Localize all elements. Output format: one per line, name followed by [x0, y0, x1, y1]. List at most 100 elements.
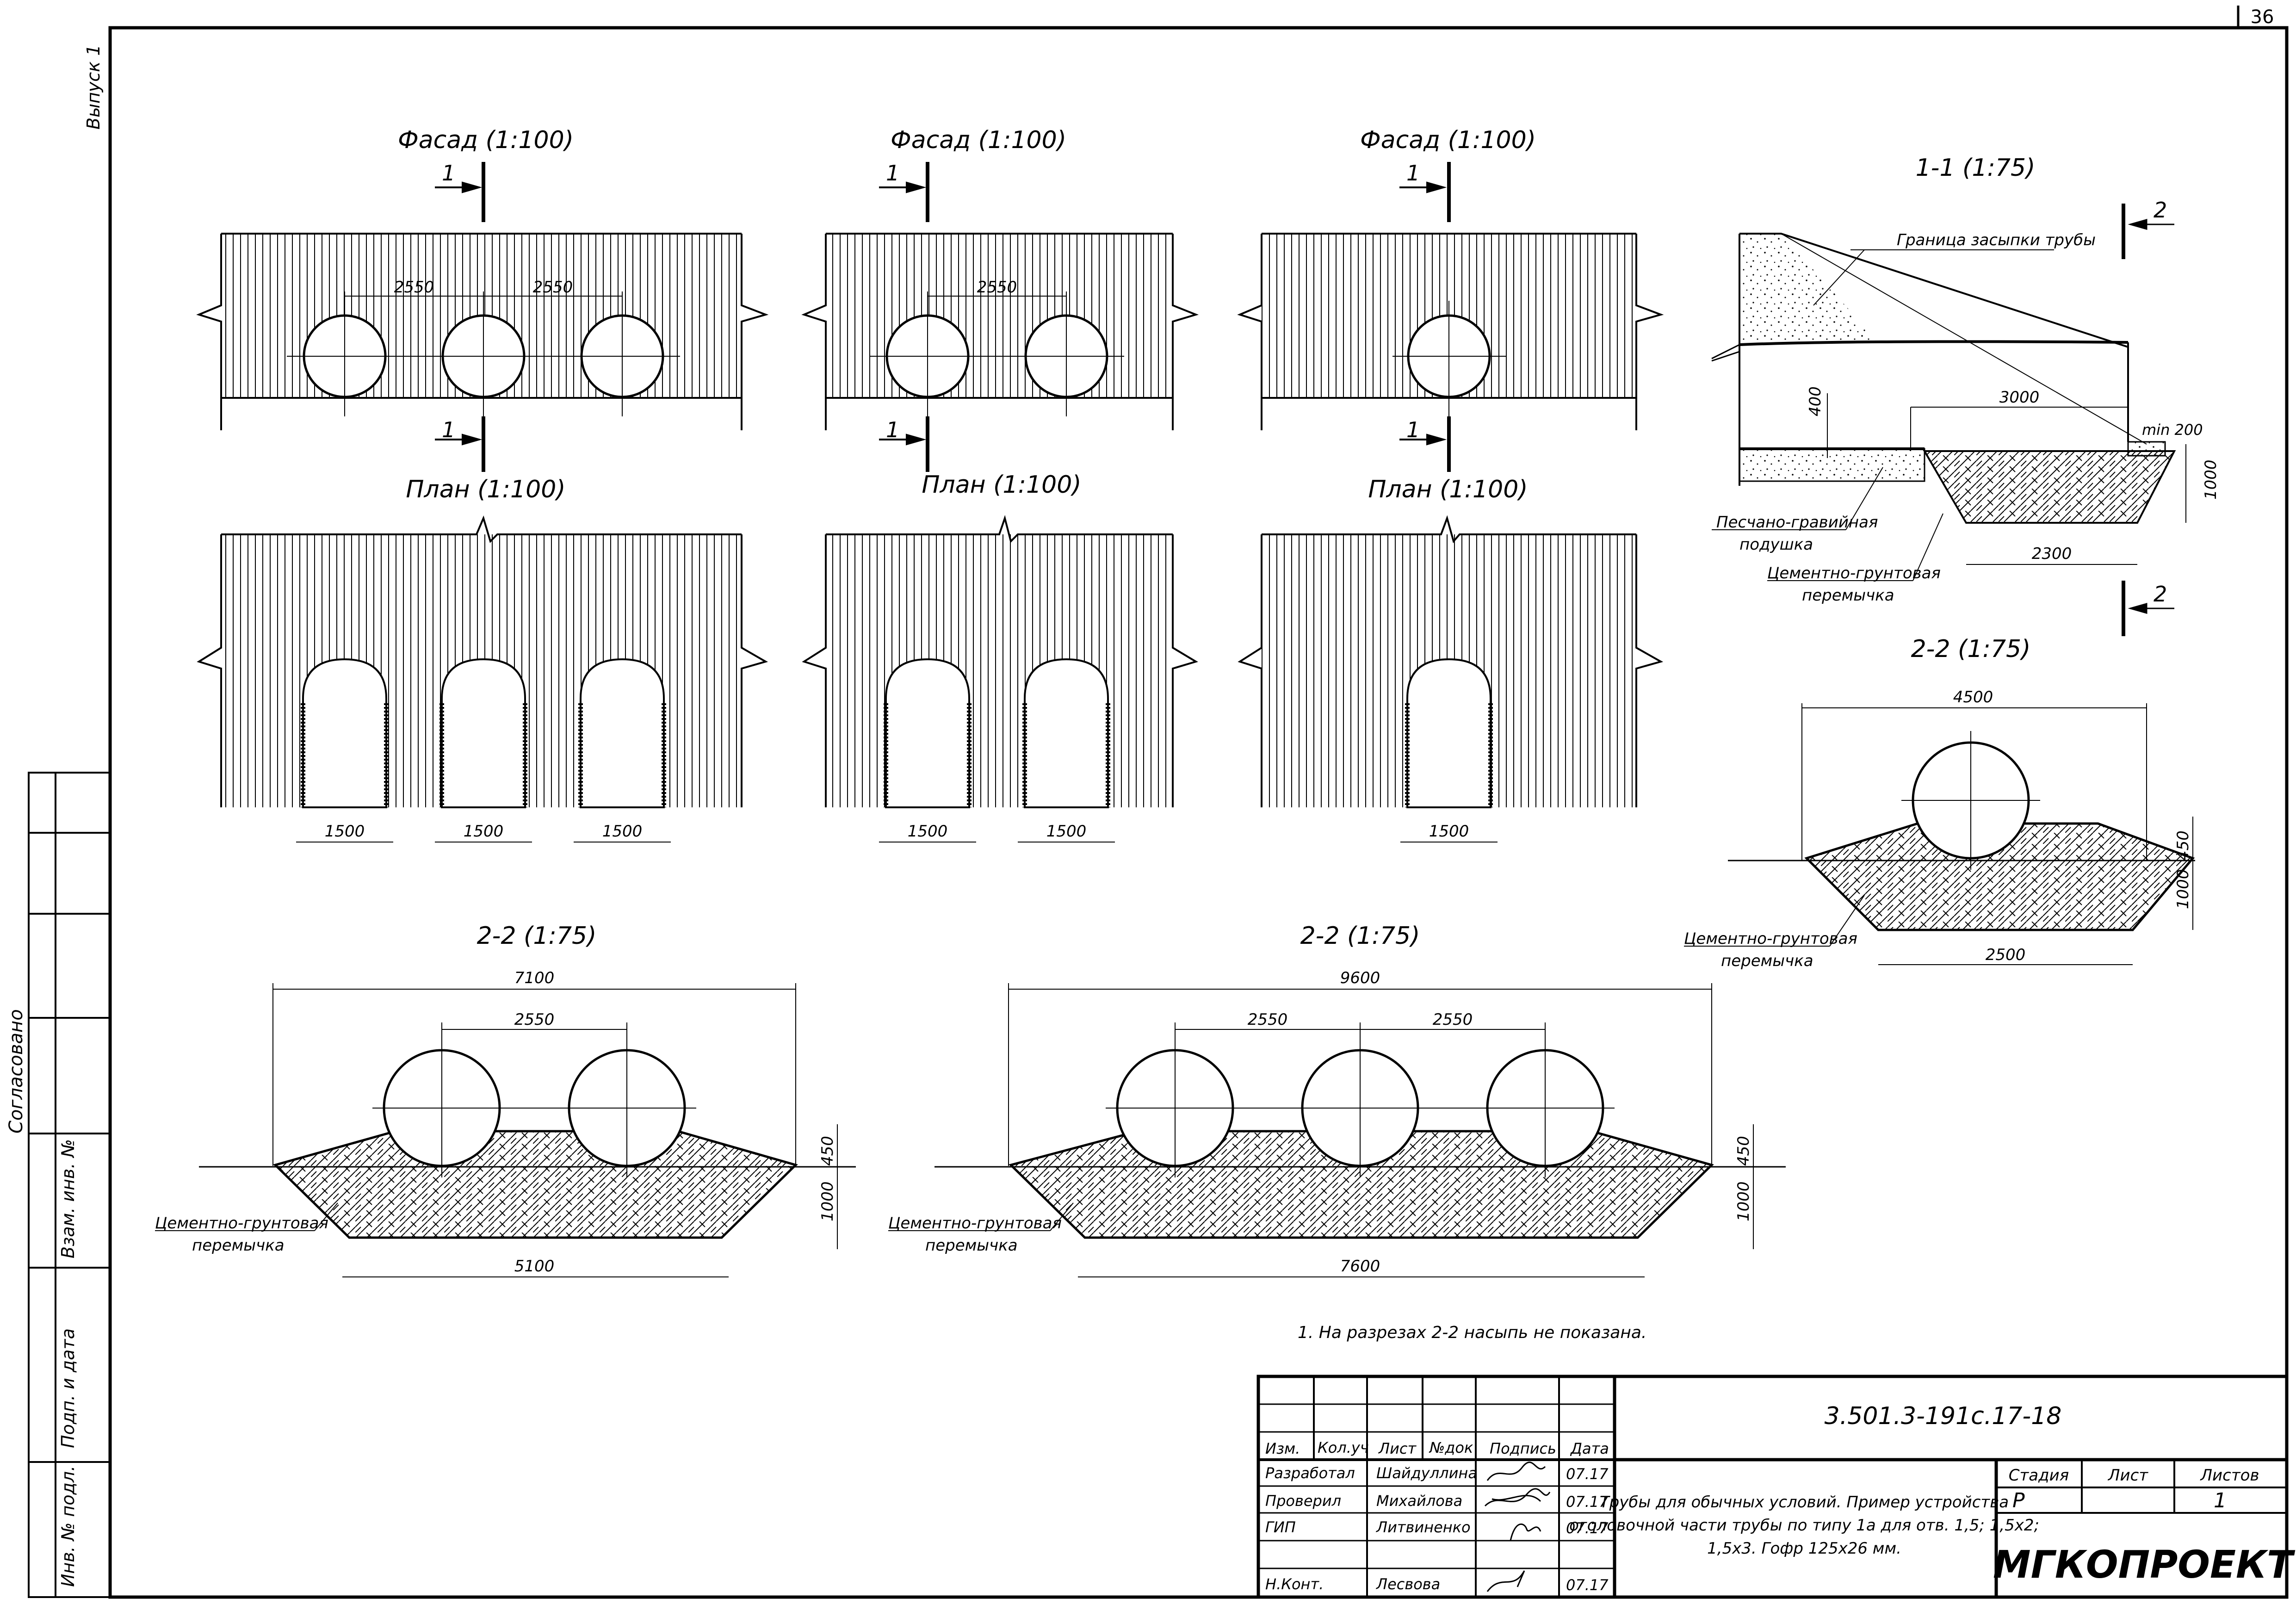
section-mark-2-top: 2: [2154, 198, 2167, 223]
facade-title-2: Фасад (1:100): [891, 126, 1066, 154]
single-dim-bottom: 2500: [1986, 946, 2026, 964]
hdr-ndok: №док: [1429, 1439, 1473, 1456]
plan-view-1: План (1:100) 1500 1500 1500: [197, 476, 768, 842]
section-1-1-title: 1-1 (1:75): [1916, 154, 2036, 182]
section-2-2-double: 2-2 (1:75) 2550 7100 450 1000 5100 Цемен…: [155, 922, 856, 1277]
date-gip: 07.17: [1566, 1519, 1609, 1537]
facade-dim-1a: 2550: [394, 278, 434, 297]
section-2-2-single-title: 2-2 (1:75): [1911, 635, 2031, 663]
plan-view-3: План (1:100) 1500: [1238, 476, 1664, 842]
section-mark-2b: 1: [886, 417, 899, 442]
description-line-2: оголовочной части трубы по типу 1а для о…: [1569, 1516, 2039, 1535]
title-block: [1256, 1375, 2289, 1599]
stamp-cell-replace: Взам. инв. №: [58, 1139, 78, 1258]
left-stamp: [28, 772, 111, 1598]
role-gip: ГИП: [1265, 1518, 1296, 1536]
single-label-1: Цементно-грунтовая: [1684, 929, 1857, 948]
single-dim-450: 450: [2174, 830, 2192, 861]
plug-label-2: перемычка: [1802, 586, 1894, 605]
role-checked: Проверил: [1265, 1492, 1341, 1510]
section-mark-2a: 1: [886, 161, 899, 186]
cushion-label-2: подушка: [1739, 535, 1813, 554]
facade-dim-2a: 2550: [977, 278, 1017, 297]
plan-title-3: План (1:100): [1368, 476, 1528, 503]
hdr-podpis: Подпись: [1490, 1440, 1556, 1457]
triple-label-2: перемычка: [925, 1236, 1018, 1255]
triple-dim-bottom: 7600: [1340, 1257, 1380, 1276]
doc-code: 3.501.3-191с.17-18: [1825, 1402, 2062, 1430]
triple-label-1: Цементно-грунтовая: [888, 1214, 1062, 1233]
sheets-value: 1: [2214, 1489, 2227, 1512]
date-checked: 07.17: [1566, 1493, 1609, 1511]
date-normcontrol: 07.17: [1566, 1576, 1609, 1594]
section-2-2-double-title: 2-2 (1:75): [477, 922, 597, 950]
name-developed: Шайдуллина: [1376, 1464, 1477, 1482]
double-dim-bottom: 5100: [514, 1257, 555, 1276]
role-developed: Разработал: [1265, 1464, 1355, 1482]
triple-dim-450: 450: [1734, 1136, 1753, 1166]
section-1-1: 1-1 (1:75) 3000 400 min 200 1000 2300 Гр…: [1711, 154, 2220, 636]
sheets-header: Листов: [2199, 1466, 2259, 1485]
plan-dim-2a: 1500: [908, 822, 948, 841]
page-number: 36: [2251, 6, 2274, 28]
stage-header: Стадия: [2009, 1466, 2069, 1485]
agreed-label: Согласовано: [6, 1009, 27, 1134]
date-developed: 07.17: [1566, 1465, 1609, 1483]
double-dim-450: 450: [818, 1136, 837, 1166]
section-mark-3b: 1: [1406, 417, 1420, 442]
facade-view-2: Фасад (1:100) 2550 1 1: [801, 126, 1199, 472]
dim-1000-s11: 1000: [2202, 459, 2220, 500]
triple-dim-top: 9600: [1340, 969, 1380, 987]
section-2-2-single: 2-2 (1:75) 4500 450 1000 2500 Цементно-г…: [1684, 635, 2195, 970]
plan-dim-1a: 1500: [325, 822, 365, 841]
boundary-label: Граница засыпки трубы: [1897, 231, 2096, 249]
company-logo: МГКОПРОЕКТ: [1993, 1543, 2296, 1587]
hdr-list: Лист: [1378, 1440, 1417, 1457]
facade-title-3: Фасад (1:100): [1360, 126, 1536, 154]
plan-title-2: План (1:100): [922, 471, 1081, 499]
signature-marks: [1484, 1462, 1551, 1592]
title-headers: Изм. Кол.уч Лист №док Подпись Дата: [1265, 1439, 1609, 1457]
section-mark-3a: 1: [1406, 161, 1420, 186]
description-line-3: 1,5х3. Гофр 125х26 мм.: [1707, 1539, 1901, 1558]
section-2-2-triple: 2-2 (1:75) 2550 2550 9600 450 1000 7600 …: [888, 922, 1786, 1277]
facade-view-1: Фасад (1:100) 2550 2550 1 1: [196, 126, 769, 472]
double-label-2: перемычка: [192, 1236, 285, 1255]
double-dim-top: 7100: [514, 969, 555, 987]
section-2-2-triple-title: 2-2 (1:75): [1300, 922, 1420, 950]
plan-dim-1b: 1500: [464, 822, 504, 841]
name-gip: Литвиненко: [1376, 1518, 1471, 1536]
facade-view-3: Фасад (1:100) 1 1: [1237, 126, 1664, 472]
double-dim-1000: 1000: [818, 1181, 837, 1221]
role-normcontrol: Н.Конт.: [1265, 1575, 1324, 1593]
triple-dim-spacing-2: 2550: [1433, 1010, 1473, 1029]
dim-2300: 2300: [2032, 545, 2072, 563]
section-mark-1b: 1: [442, 417, 455, 442]
hdr-kolych: Кол.уч: [1318, 1439, 1369, 1456]
double-dim-spacing: 2550: [514, 1010, 555, 1029]
name-checked: Михайлова: [1376, 1492, 1462, 1510]
single-label-2: перемычка: [1721, 952, 1813, 970]
dim-min200: min 200: [2142, 421, 2203, 439]
facade-title-1: Фасад (1:100): [398, 126, 574, 154]
issue-label: Выпуск 1: [83, 44, 104, 130]
stamp-cell-sign: Подп. и дата: [58, 1328, 78, 1448]
description-line-1: Трубы для обычных условий. Пример устрой…: [1600, 1493, 2009, 1511]
section-mark-1a: 1: [442, 161, 455, 186]
plan-title-1: План (1:100): [406, 476, 565, 503]
plan-view-2: План (1:100) 1500 1500: [802, 471, 1198, 842]
triple-dim-spacing-1: 2550: [1248, 1010, 1288, 1029]
dim-400: 400: [1806, 386, 1825, 416]
note-text: 1. На разрезах 2-2 насыпь не показана.: [1298, 1323, 1646, 1342]
signatories: Разработал Шайдуллина 07.17 Проверил Мих…: [1265, 1464, 1609, 1594]
plan-dim-2b: 1500: [1046, 822, 1087, 841]
stamp-cell-inv: Инв. № подл.: [58, 1466, 78, 1587]
hdr-izm: Изм.: [1265, 1440, 1300, 1457]
facade-dim-1b: 2550: [533, 278, 573, 297]
dim-3000: 3000: [1999, 388, 2040, 407]
triple-dim-1000: 1000: [1734, 1181, 1753, 1221]
stage-value: Р: [2012, 1489, 2025, 1512]
single-dim-top: 4500: [1953, 688, 1993, 706]
plan-dim-1c: 1500: [602, 822, 643, 841]
